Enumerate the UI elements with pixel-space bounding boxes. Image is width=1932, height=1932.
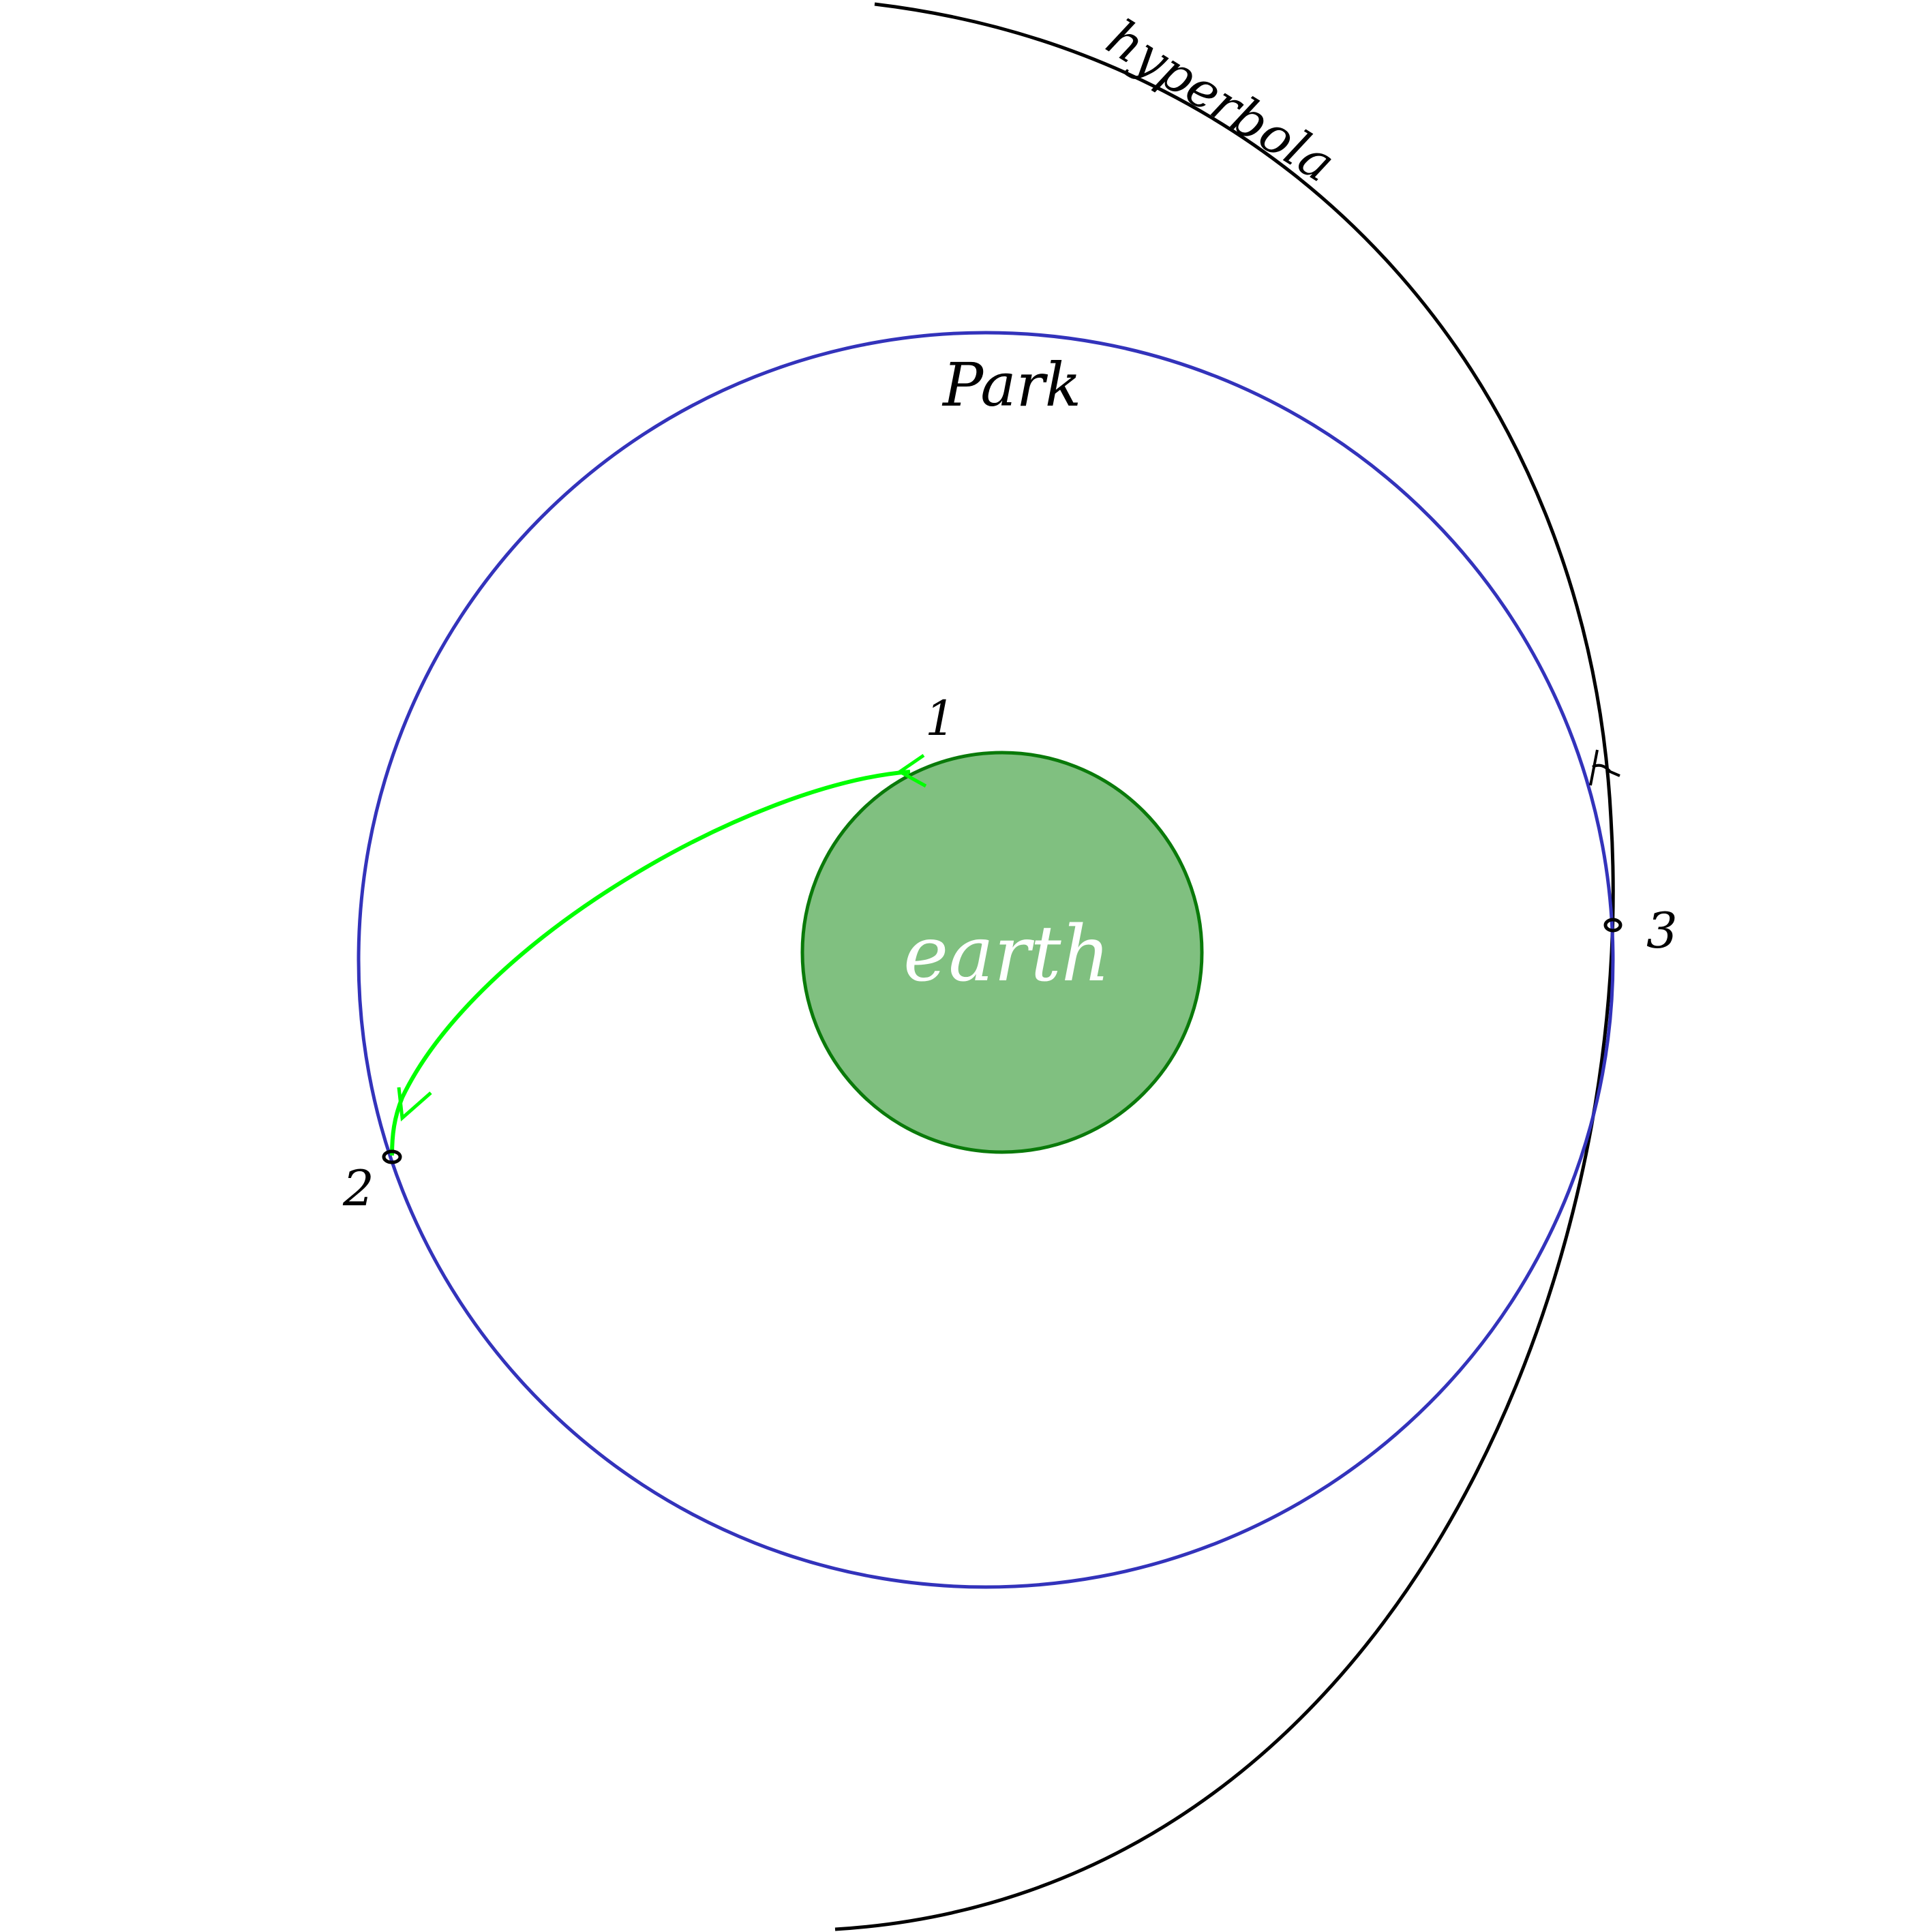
parking-orbit-label: Park [941, 350, 1081, 420]
parking-orbit [357, 331, 1615, 1589]
earth-label: earth [903, 910, 1111, 999]
hyperbola-trajectory [834, 2, 1615, 1931]
point-1-label: 1 [925, 691, 956, 746]
tangency-mark [1589, 749, 1620, 786]
transfer-arrowhead [397, 1087, 432, 1122]
point-2-marker [382, 1149, 402, 1164]
transfer-start-mark [896, 753, 927, 788]
point-2-label: 2 [342, 1160, 374, 1217]
point-3-marker [1603, 918, 1622, 933]
point-3-label: 3 [1646, 902, 1678, 959]
transfer-arc [390, 770, 911, 1156]
hyperbola-label: hyperbola [1096, 8, 1344, 194]
earth [800, 751, 1204, 1154]
